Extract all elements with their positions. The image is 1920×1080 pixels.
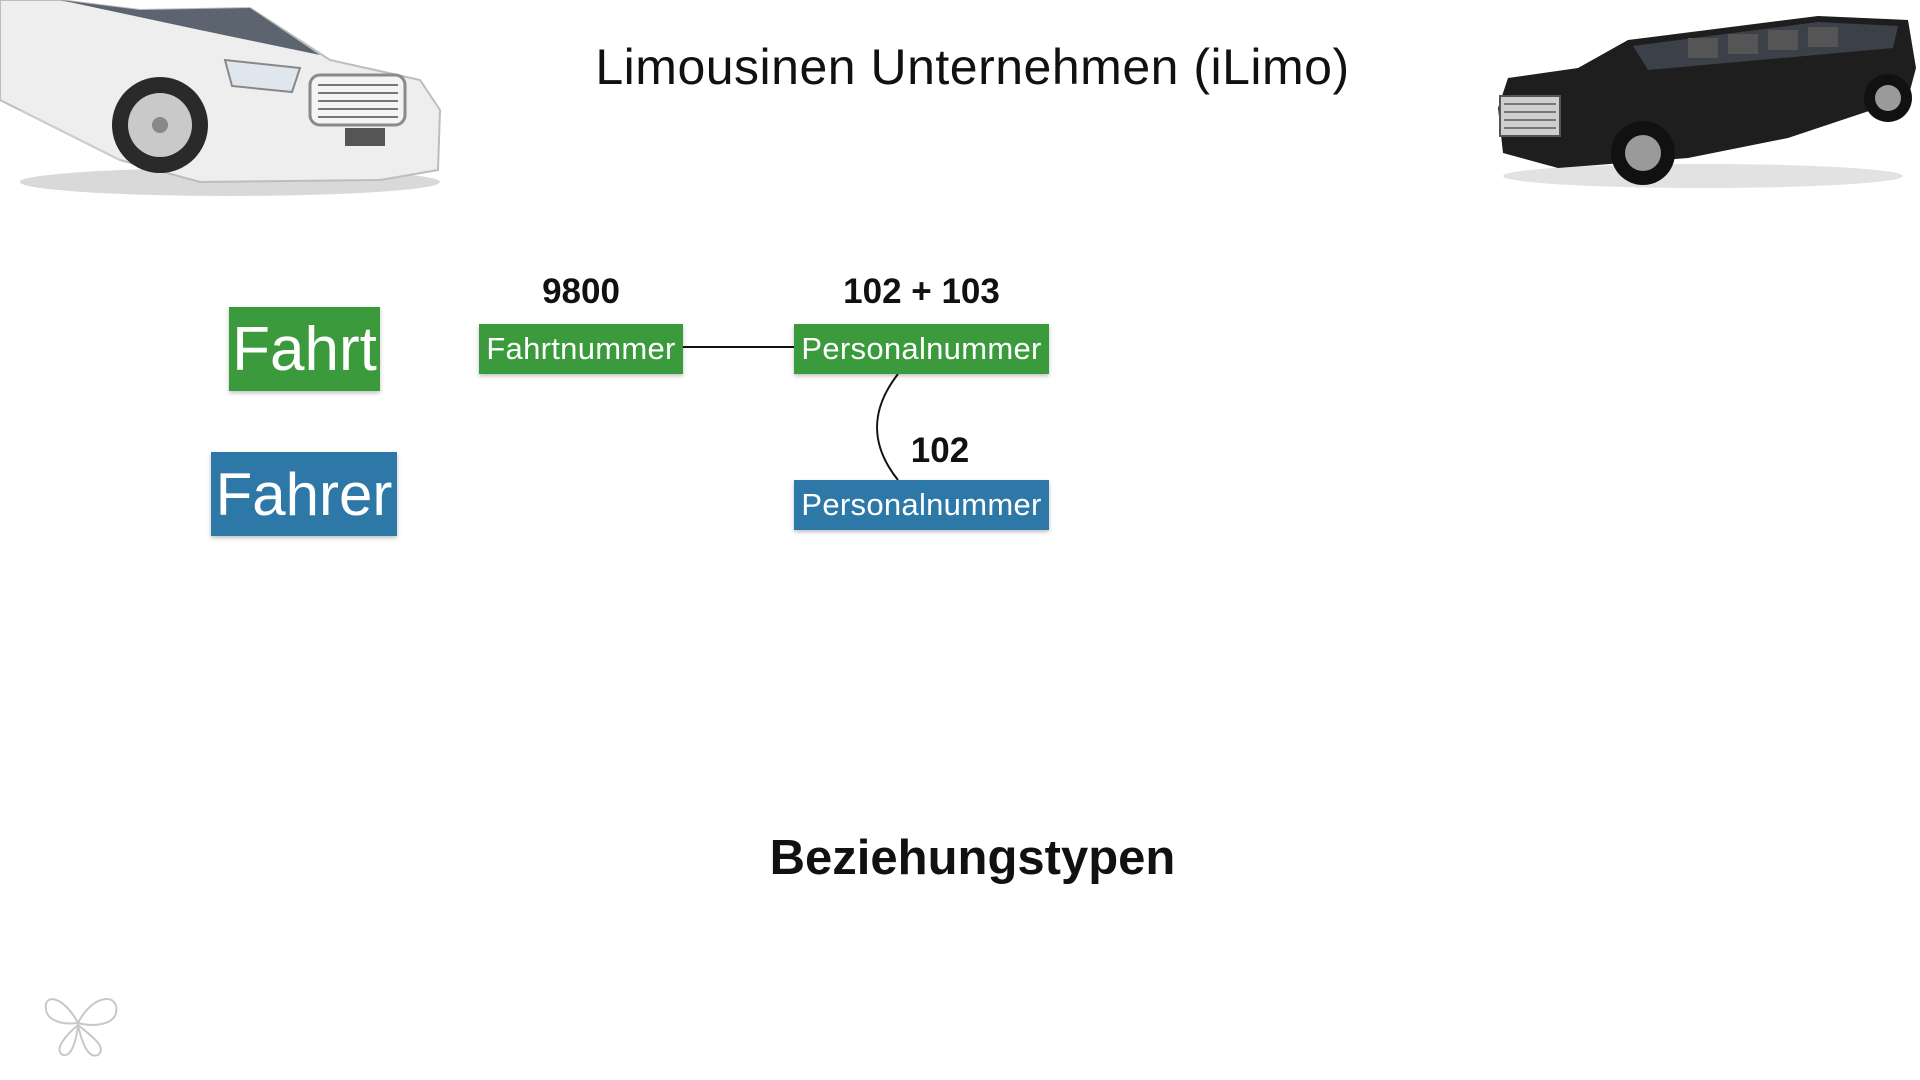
attribute-fahrer-personalnummer: Personalnummer [794,480,1049,530]
butterfly-logo-icon [44,998,118,1057]
attribute-fahrt-personalnummer: Personalnummer [794,324,1049,374]
black-stretch-suv-image [1498,16,1916,188]
entity-fahrt: Fahrt [229,307,380,391]
section-caption: Beziehungstypen [769,831,1176,885]
attribute-fahrtnummer: Fahrtnummer [479,324,683,374]
value-fahrtnummer: 9800 [542,272,620,311]
white-limousine-image [0,0,442,196]
value-fahrer-personalnummer: 102 [910,431,970,470]
connector-personalnummer-arc [876,373,899,481]
entity-fahrer: Fahrer [211,452,397,536]
value-fahrt-personalnummer: 102 + 103 [843,272,1000,311]
page-title: Limousinen Unternehmen (iLimo) [595,39,1350,95]
